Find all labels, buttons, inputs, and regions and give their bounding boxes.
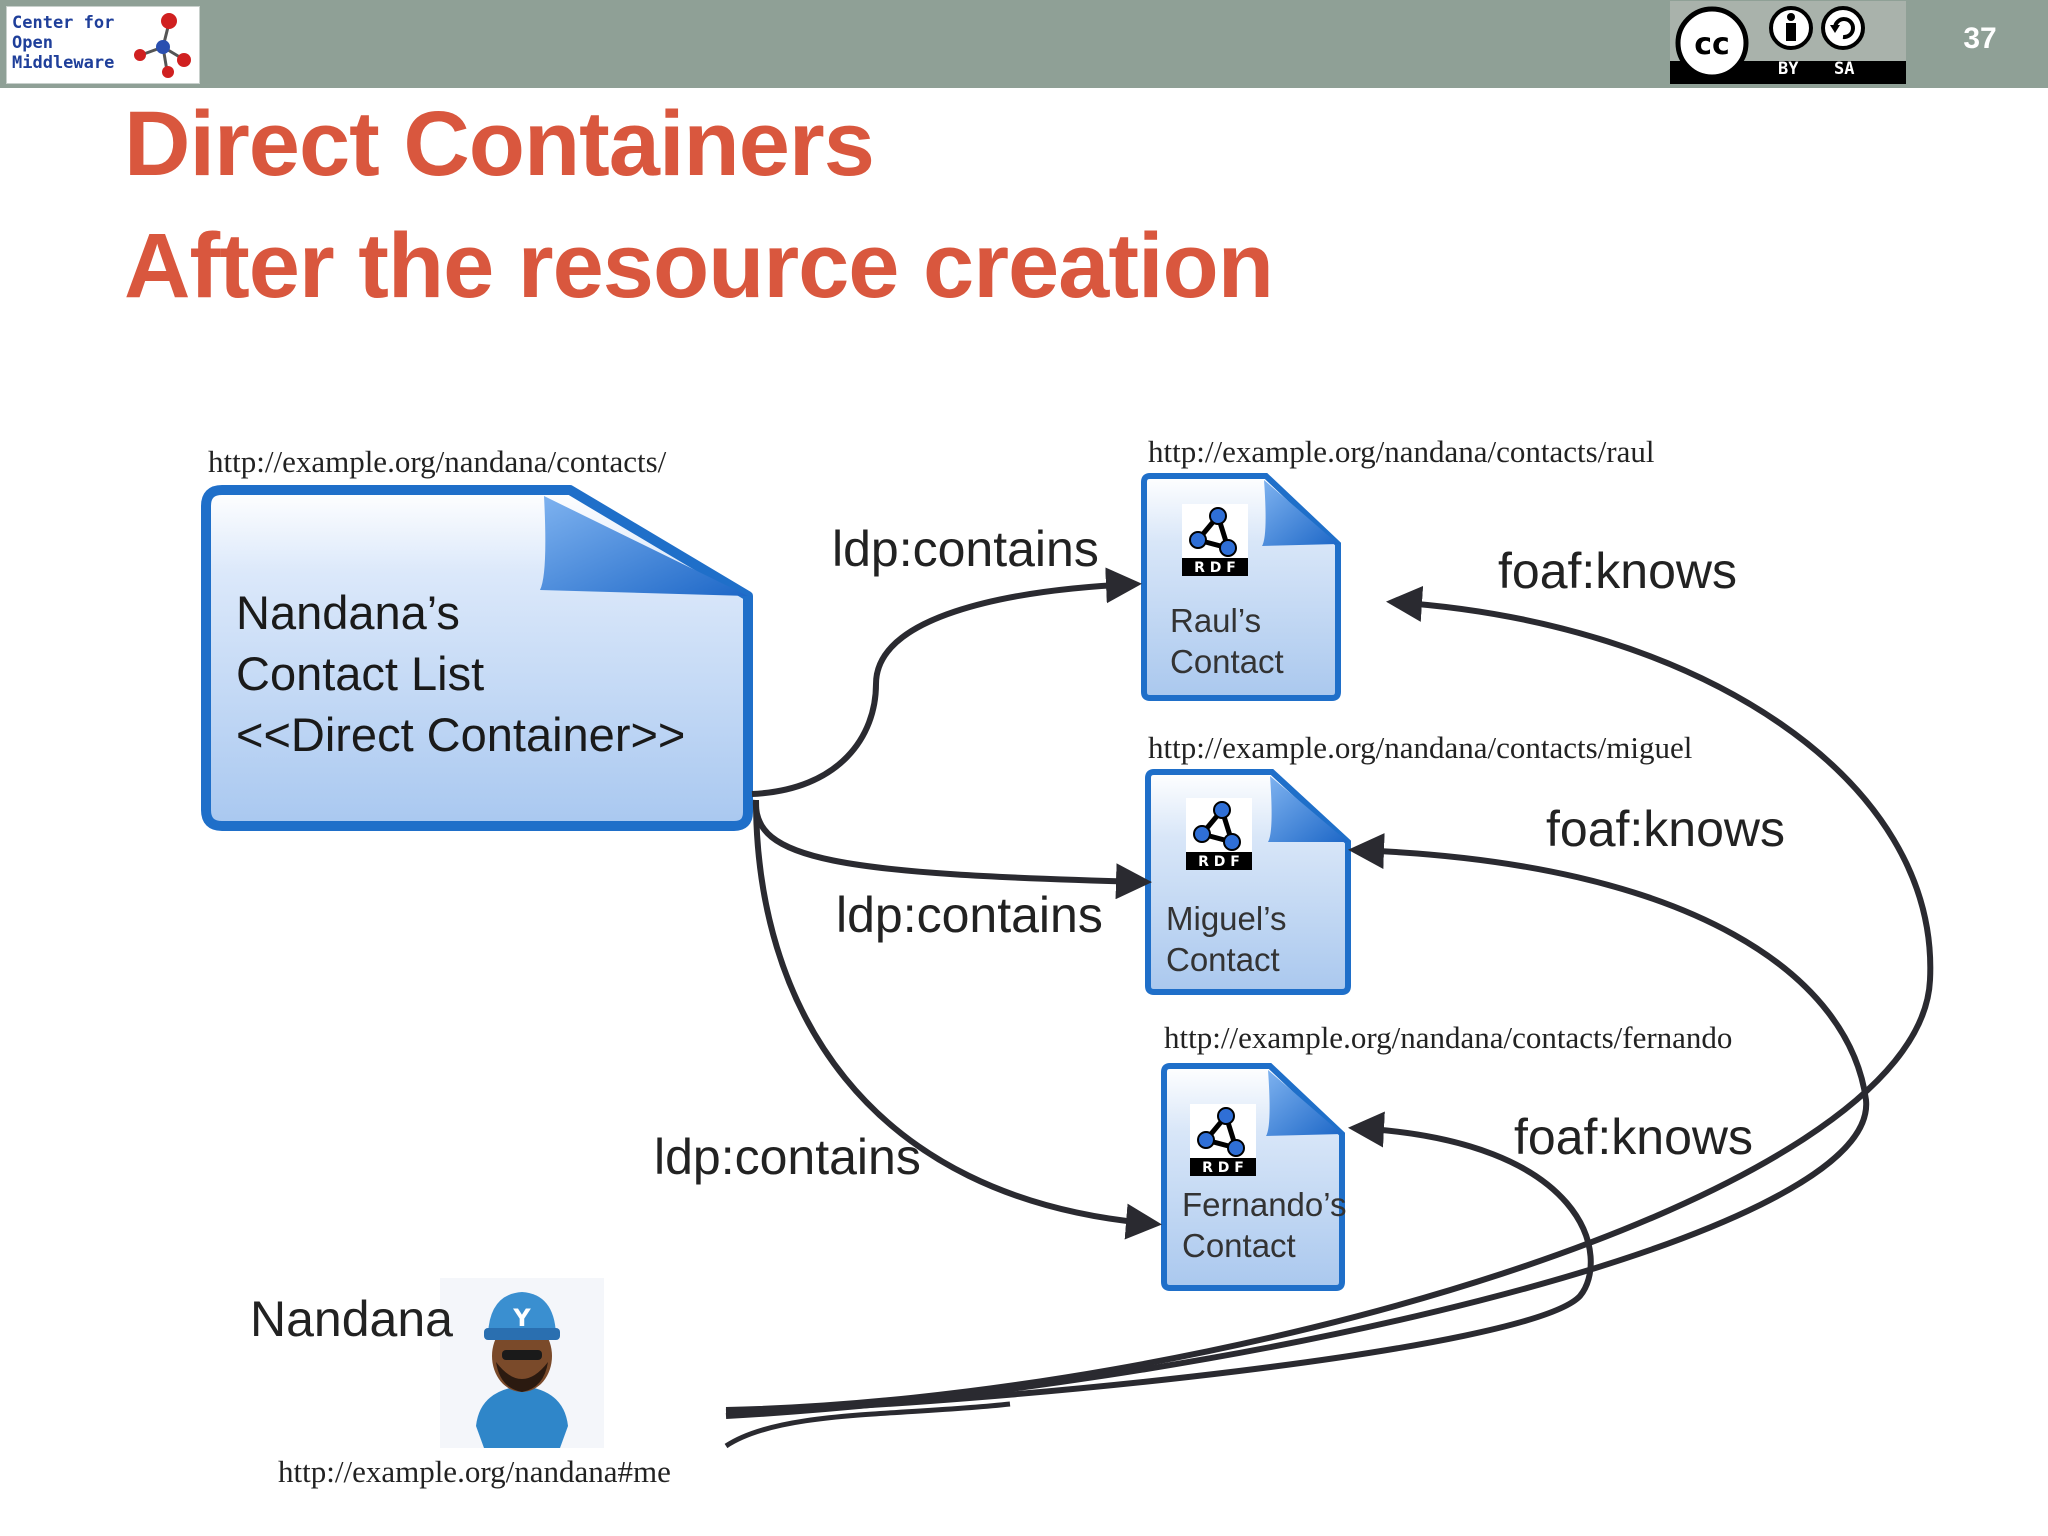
header-bar: Center for Open Middleware cc [0, 0, 2048, 88]
rdf-icon: R D F [1190, 1104, 1256, 1176]
knows-label-raul: foaf:knows [1498, 543, 1738, 599]
container-label-line-3: <<Direct Container>> [236, 708, 686, 761]
miguel-doc-fold [1268, 776, 1348, 842]
rdf-icon: R D F [1182, 504, 1248, 576]
share-alike-icon [1821, 6, 1865, 50]
svg-text:Y: Y [512, 1304, 531, 1332]
container-label-line-2: Contact List [236, 647, 485, 700]
knows-arrow-tail [724, 1401, 1011, 1449]
raul-doc-fold [1262, 480, 1338, 546]
logo-line-1: Center for [12, 13, 115, 33]
knows-arrow-miguel [725, 833, 1870, 1419]
container-doc-fold [540, 496, 748, 596]
logo-line-3: Middleware [12, 53, 115, 73]
rdf-icon: R D F [1186, 798, 1252, 870]
knows-arrow-fernando [725, 1111, 1594, 1415]
svg-text:cc: cc [1694, 27, 1730, 62]
by-label: BY [1778, 59, 1799, 79]
slide-title: Direct Containers [124, 93, 875, 195]
attribution-icon [1769, 6, 1813, 50]
miguel-uri: http://example.org/nandana/contacts/migu… [1148, 730, 1693, 765]
raul-label-line-1: Raul’s [1170, 602, 1262, 639]
knows-label-fernando: foaf:knows [1514, 1109, 1754, 1165]
contains-arrow-raul [751, 567, 1142, 797]
direct-container-document[interactable] [201, 485, 753, 831]
contains-label-raul: ldp:contains [832, 521, 1099, 577]
raul-uri: http://example.org/nandana/contacts/raul [1148, 434, 1655, 469]
contains-label-miguel: ldp:contains [836, 887, 1103, 943]
fernando-uri: http://example.org/nandana/contacts/fern… [1164, 1020, 1733, 1055]
sa-label: SA [1834, 59, 1855, 79]
center-for-open-middleware-logo: Center for Open Middleware [6, 6, 200, 84]
contains-label-fernando: ldp:contains [654, 1129, 921, 1185]
rdf-icon-text: R D F [1202, 1160, 1244, 1176]
miguel-label-line-2: Contact [1166, 941, 1280, 978]
fernando-label-line-2: Contact [1182, 1227, 1296, 1264]
knows-label-miguel: foaf:knows [1546, 801, 1786, 857]
contains-arrow-fernando [753, 799, 1162, 1240]
fernando-doc-fold [1266, 1070, 1342, 1136]
molecule-icon [134, 13, 191, 78]
container-uri: http://example.org/nandana/contacts/ [208, 444, 667, 479]
knows-arrow-raul [725, 585, 1934, 1413]
creative-commons-icon: cc [1675, 6, 1749, 80]
page-number: 37 [1963, 22, 1997, 55]
rdf-icon-text: R D F [1198, 854, 1240, 870]
nandana-uri: http://example.org/nandana#me [278, 1454, 671, 1489]
fernando-label-line-1: Fernando’s [1182, 1186, 1347, 1223]
container-label-line-1: Nandana’s [236, 586, 460, 639]
rdf-icon-text: R D F [1194, 560, 1236, 576]
raul-label-line-2: Contact [1170, 643, 1284, 680]
person-name: Nandana [250, 1291, 453, 1347]
slide-subtitle: After the resource creation [124, 215, 1274, 317]
nandana-avatar: Y [440, 1278, 604, 1448]
contains-arrow-miguel [752, 799, 1152, 900]
miguel-label-line-1: Miguel’s [1166, 900, 1287, 937]
cc-by-sa-license-badge[interactable]: cc BY SA [1670, 1, 1906, 84]
logo-line-2: Open [12, 33, 53, 53]
